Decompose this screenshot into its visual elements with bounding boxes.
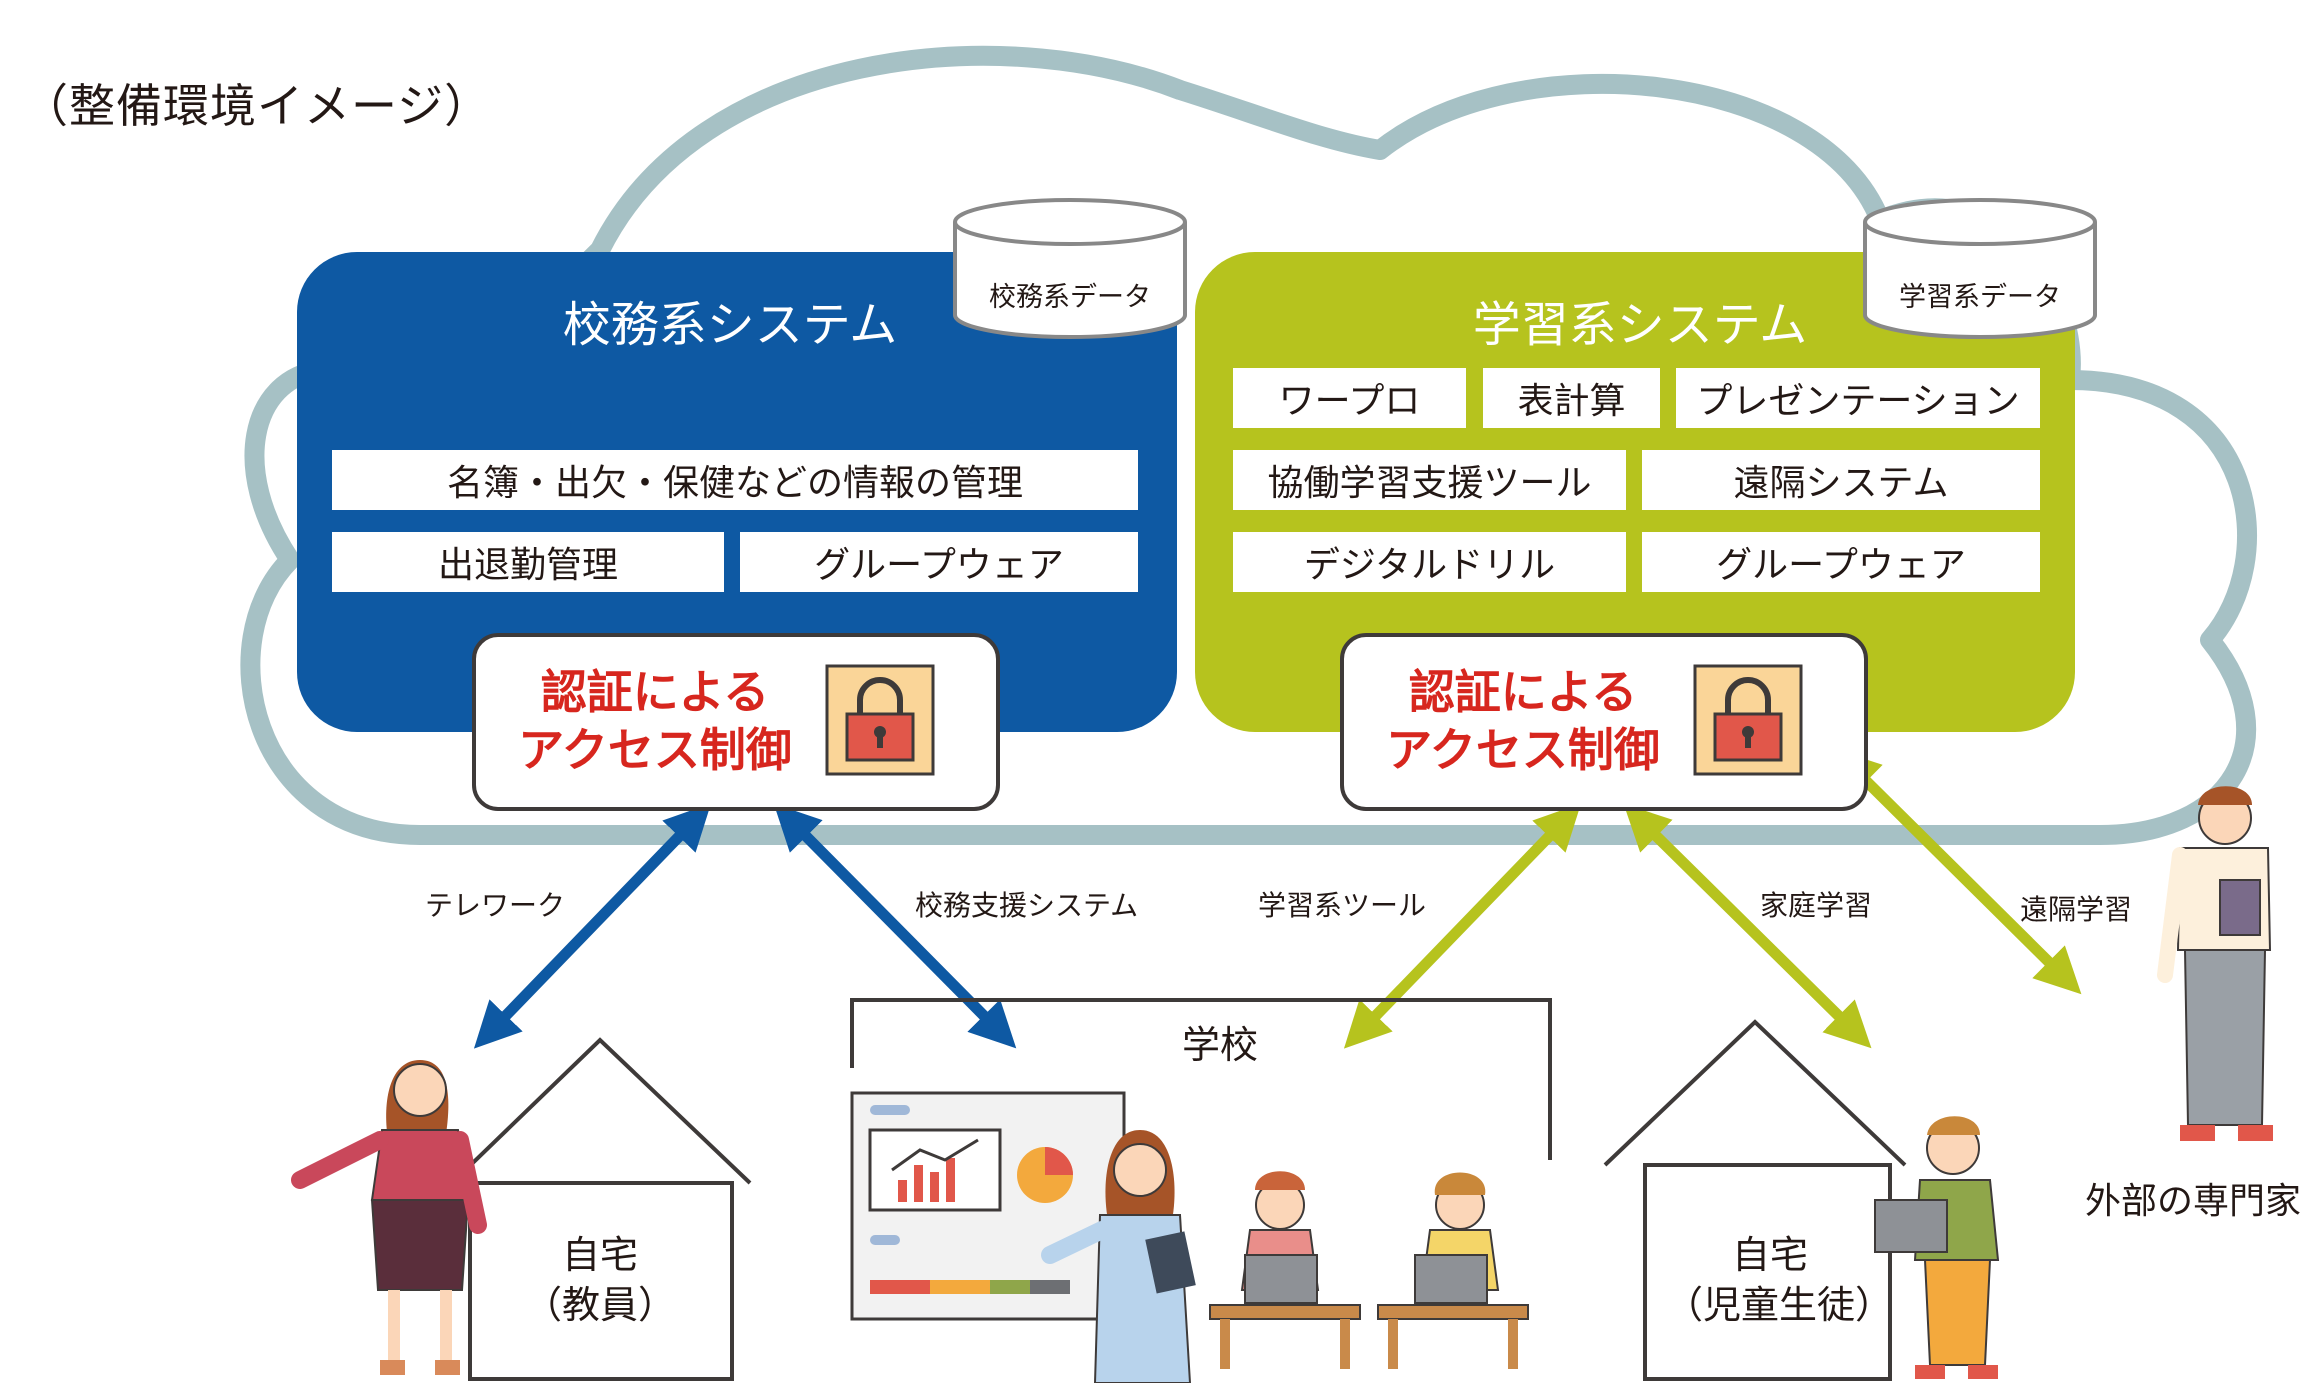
- admin-support-arrow: [773, 803, 1017, 1049]
- cloud-outline: [240, 45, 2257, 845]
- admin-database-icon: [953, 198, 1187, 339]
- home-study-arrow: [1623, 803, 1872, 1049]
- expert-label: 外部の専門家: [2085, 1181, 2302, 1222]
- admin-auth-line2: アクセス制御: [518, 723, 792, 777]
- student-home-label-line2: （児童生徒）: [1665, 1283, 1894, 1327]
- student-figure: [1874, 1116, 2000, 1379]
- teacher-figure: [291, 1060, 487, 1375]
- learning-function-word-processor: ワープロ: [1233, 368, 1466, 428]
- student-home-house: [1603, 1019, 1907, 1381]
- admin-database-label: 校務系データ: [989, 282, 1151, 313]
- admin-function-records: 名簿・出欠・保健などの情報の管理: [332, 450, 1138, 510]
- admin-system-title: 校務系システム: [562, 297, 898, 353]
- learning-function-groupware: グループウェア: [1642, 532, 2040, 592]
- learning-function-digital-drill: デジタルドリル: [1233, 532, 1626, 592]
- learning-auth-line1: 認証による: [1408, 665, 1638, 719]
- padlock-icon: [1693, 664, 1803, 776]
- learning-function-collaboration: 協働学習支援ツール: [1233, 450, 1626, 510]
- student-home-label-line1: 自宅: [1731, 1233, 1808, 1277]
- remote-learning-label: 遠隔学習: [2020, 893, 2133, 926]
- admin-support-label: 校務支援システム: [915, 889, 1139, 922]
- learning-database-label: 学習系データ: [1899, 282, 2061, 313]
- learning-tools-arrow: [1343, 803, 1582, 1049]
- students-illustration: [1209, 1171, 1529, 1369]
- school-building-outline: [850, 998, 1552, 1160]
- teacher-home-house: [450, 1037, 752, 1381]
- school-label: 学校: [1181, 1023, 1258, 1067]
- learning-auth-line2: アクセス制御: [1386, 723, 1660, 777]
- whiteboard-illustration: [850, 1091, 1126, 1321]
- home-study-label: 家庭学習: [1760, 889, 1873, 922]
- expert-figure: [2157, 786, 2273, 1141]
- remote-learning-arrow: [1833, 748, 2082, 995]
- padlock-icon: [825, 664, 935, 776]
- teacher-home-label-line1: 自宅: [561, 1233, 638, 1277]
- admin-function-groupware: グループウェア: [740, 532, 1138, 592]
- learning-function-presentation: プレゼンテーション: [1676, 368, 2040, 428]
- teacher-home-label-line2: （教員）: [523, 1283, 676, 1327]
- telework-label: テレワーク: [425, 889, 566, 922]
- learning-tools-label: 学習系ツール: [1258, 889, 1427, 922]
- telework-arrow: [473, 803, 712, 1049]
- learning-function-spreadsheet: 表計算: [1483, 368, 1660, 428]
- school-teacher-figure: [1041, 1130, 1196, 1383]
- learning-database-icon: [1863, 198, 2097, 339]
- page-title: （整備環境イメージ）: [22, 79, 492, 133]
- learning-system-title: 学習系システム: [1472, 297, 1808, 353]
- admin-auth-line1: 認証による: [540, 665, 770, 719]
- admin-function-attendance: 出退勤管理: [332, 532, 724, 592]
- learning-function-remote-system: 遠隔システム: [1642, 450, 2040, 510]
